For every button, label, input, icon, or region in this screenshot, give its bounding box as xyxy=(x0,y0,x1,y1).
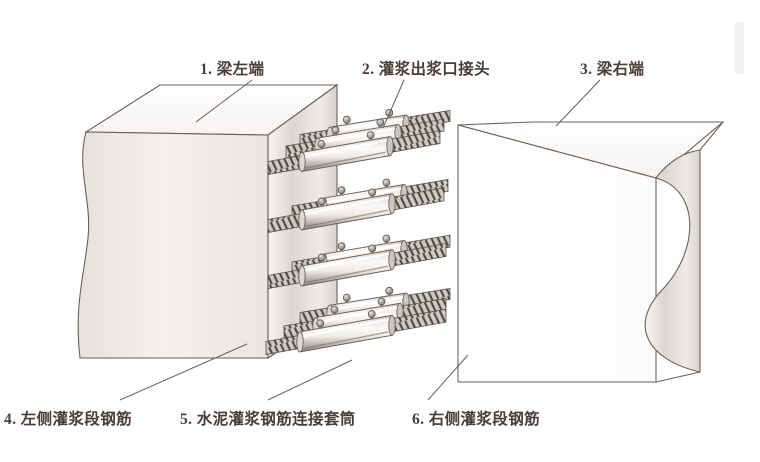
figure-label-6: 6. 右侧灌浆段钢筋 xyxy=(412,409,540,428)
leader-line-5 xyxy=(267,359,353,401)
leader-line-4 xyxy=(119,343,248,401)
sleeve-shadow-line xyxy=(305,209,389,228)
sleeve-left-cap xyxy=(298,209,306,231)
splice-assembly xyxy=(265,308,447,355)
sleeve-shadow-line xyxy=(305,151,387,169)
sleeve-right-cap xyxy=(388,249,396,271)
figure-label-2: 2. 灌浆出浆口接头 xyxy=(362,59,490,78)
figure-label-4: 4. 左侧灌浆段钢筋 xyxy=(4,409,132,428)
grout-outlet-port xyxy=(342,115,351,126)
leader-line-6 xyxy=(427,354,469,401)
sleeve-left-cap xyxy=(298,265,306,287)
port-nipple xyxy=(377,297,386,306)
port-nipple xyxy=(317,140,326,148)
port-nipple xyxy=(316,319,325,328)
sleeve-right-cap xyxy=(386,136,394,156)
port-nipple xyxy=(317,197,326,206)
figure-label-3: 3. 梁右端 xyxy=(580,59,645,78)
grouting-coupling-sleeve xyxy=(296,314,396,353)
grout-outlet-port xyxy=(317,140,326,150)
grout-outlet-port xyxy=(331,126,340,136)
port-nipple xyxy=(342,115,351,124)
sleeve-shadow-line xyxy=(305,265,389,284)
port-nipple xyxy=(366,131,375,140)
port-nipple xyxy=(382,178,391,187)
grout-outlet-port xyxy=(342,293,351,304)
splice-assembly xyxy=(267,130,441,175)
sleeve-highlight xyxy=(304,196,390,216)
grout-outlet-port xyxy=(366,131,375,141)
port-nipple xyxy=(337,242,346,251)
sleeve-highlight xyxy=(332,118,404,133)
sleeve-left-cap xyxy=(296,331,304,353)
sleeve-left-cap xyxy=(298,151,306,172)
figure-label-1: 1. 梁左端 xyxy=(200,59,265,78)
grouting-coupling-sleeve xyxy=(298,193,396,231)
sleeve-highlight xyxy=(302,318,390,338)
grout-outlet-port xyxy=(385,286,394,297)
grout-outlet-port xyxy=(337,186,346,196)
grout-outlet-port xyxy=(367,310,376,320)
sleeve-shadow-line xyxy=(303,331,389,350)
label-group: 1. 梁左端 2. 灌浆出浆口接头 3. 梁右端 4. 左侧灌浆段钢筋 5. 水泥灌浆钢… xyxy=(4,59,645,428)
port-nipple xyxy=(368,244,377,253)
leader-line-2 xyxy=(382,79,405,129)
grout-outlet-port xyxy=(337,242,346,252)
right-beam-broken-side xyxy=(644,149,701,373)
grout-outlet-port xyxy=(382,234,391,245)
port-nipple xyxy=(317,253,326,262)
sleeve-highlight xyxy=(318,306,398,323)
sleeve-highlight xyxy=(304,252,390,272)
port-nipple xyxy=(382,234,391,243)
sleeve-highlight xyxy=(332,296,404,311)
grouting-coupling-sleeve xyxy=(298,249,396,287)
port-nipple xyxy=(331,126,340,135)
grout-outlet-port xyxy=(368,188,377,198)
splice-assembly xyxy=(267,243,447,289)
splice-assembly-group xyxy=(265,108,451,355)
right-beam-bottom-bevel xyxy=(655,371,701,383)
sleeve-highlight xyxy=(326,187,402,204)
sleeve-highlight xyxy=(304,139,388,158)
grout-outlet-port xyxy=(330,305,339,316)
port-nipple xyxy=(367,310,376,318)
port-nipple xyxy=(385,286,394,295)
grout-outlet-port xyxy=(376,118,385,129)
grout-outlet-port xyxy=(317,253,326,264)
port-nipple xyxy=(342,293,351,302)
grout-outlet-port xyxy=(377,297,386,308)
grout-outlet-port xyxy=(382,178,391,189)
right-beam-block xyxy=(457,121,725,383)
grouting-coupling-sleeve xyxy=(298,135,394,172)
grout-outlet-port xyxy=(317,197,326,208)
leader-line-1 xyxy=(195,79,253,123)
grout-outlet-port xyxy=(316,319,325,329)
leader-line-3 xyxy=(555,79,601,127)
figure-label-5: 5. 水泥灌浆钢筋连接套筒 xyxy=(180,409,356,428)
sleeve-highlight xyxy=(326,243,402,260)
port-nipple xyxy=(330,305,339,314)
port-nipple xyxy=(368,188,377,197)
right-beam-top-bevel xyxy=(699,121,724,151)
splice-assembly xyxy=(267,187,445,233)
port-nipple xyxy=(337,186,346,195)
sleeve-right-cap xyxy=(388,193,396,215)
scan-artifact xyxy=(735,22,744,74)
left-beam-front-face xyxy=(77,131,269,359)
sleeve-right-cap xyxy=(388,314,396,336)
sleeve-highlight xyxy=(320,127,396,144)
grout-outlet-port xyxy=(368,244,377,254)
port-nipple xyxy=(376,118,385,127)
leader-line-group xyxy=(119,79,601,401)
